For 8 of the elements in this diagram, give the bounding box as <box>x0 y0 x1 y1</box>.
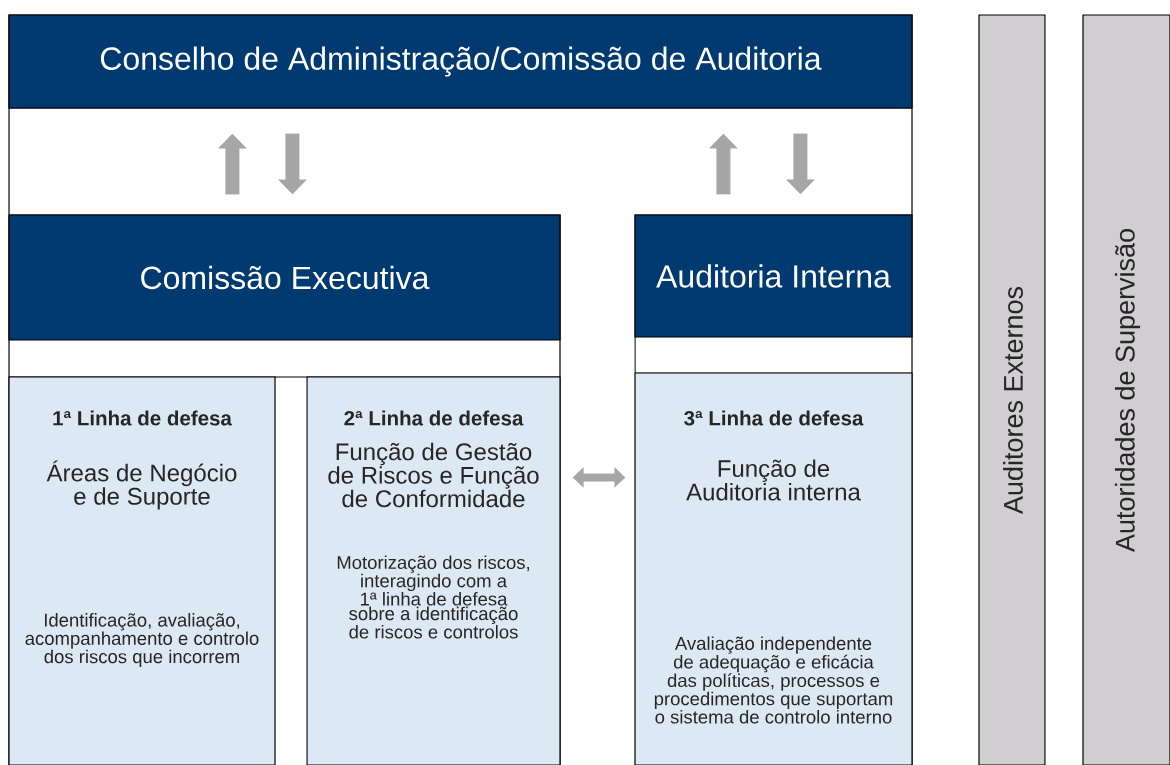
header-box: Auditoria Interna <box>634 214 913 338</box>
vertical-bar: Autoridades de Supervisão <box>1082 14 1170 765</box>
vertical-bar: Auditores Externos <box>978 14 1046 765</box>
header-box: Conselho de Administração/Comissão de Auditoria <box>8 14 913 109</box>
header-box: Comissão Executiva <box>8 214 561 341</box>
defense-line-box: 1ª Linha de defesa Áreas de Negócio e de Suporte Identificação, avaliação, acompanhamento e controlo dos riscos que incorrem <box>8 376 276 765</box>
defense-line-box: 3ª Linha de defesa Função de Auditoria interna Avaliação independente de adequação e eficácia das políticas, processos e procedimentos que suportam o sistema de controlo interno <box>634 372 913 765</box>
defense-line-box: 2ª Linha de defesa Função de Gestão de Riscos e Função de Conformidade Motorização dos riscos, interagindo com a 1ª linha de defesa sobre a identificação de riscos e controlos <box>306 376 561 765</box>
